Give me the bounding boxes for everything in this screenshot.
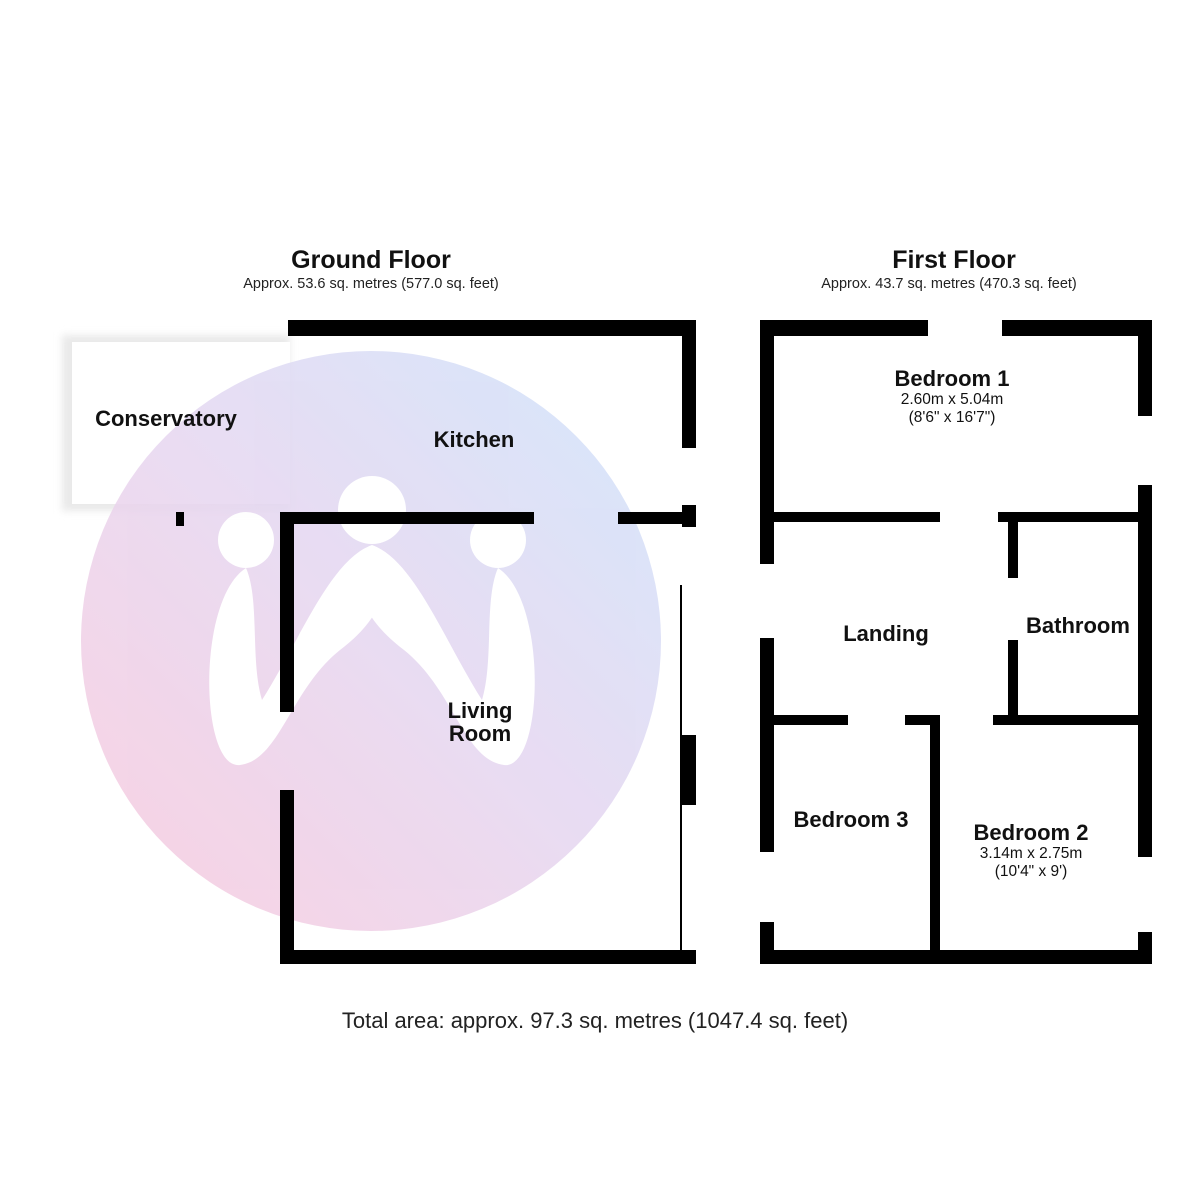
first-floor-title: First Floor <box>892 246 1016 274</box>
bedroom-1-metric-size: 2.60m x 5.04m <box>900 391 1004 408</box>
room-label-bedroom-1: Bedroom 1 <box>894 366 1010 391</box>
ground-floor-area: Approx. 53.6 sq. metres (577.0 sq. feet) <box>243 276 499 292</box>
bedroom-2-metric-size: 3.14m x 2.75m <box>979 845 1083 862</box>
total-area: Total area: approx. 97.3 sq. metres (104… <box>341 1008 849 1033</box>
room-label-bedroom-2: Bedroom 2 <box>973 820 1089 845</box>
room-label-conservatory: Conservatory <box>95 406 237 431</box>
room-label-bathroom: Bathroom <box>1026 613 1130 638</box>
ground-floor-walls <box>176 320 696 964</box>
watermark-logo-icon <box>81 351 661 931</box>
first-floor-walls <box>760 320 1152 964</box>
bedroom-1-imperial-size: (8'6" x 16'7") <box>908 409 996 426</box>
room-label-bedroom-3: Bedroom 3 <box>793 807 909 832</box>
room-label-living-room-line1: Living <box>447 698 513 723</box>
room-label-landing: Landing <box>843 621 929 646</box>
room-label-living-room-line2: Room <box>448 721 512 746</box>
room-label-kitchen: Kitchen <box>433 427 515 452</box>
ground-floor-title: Ground Floor <box>291 246 451 274</box>
first-floor-area: Approx. 43.7 sq. metres (470.3 sq. feet) <box>821 276 1077 292</box>
bedroom-2-imperial-size: (10'4" x 9') <box>994 863 1068 880</box>
